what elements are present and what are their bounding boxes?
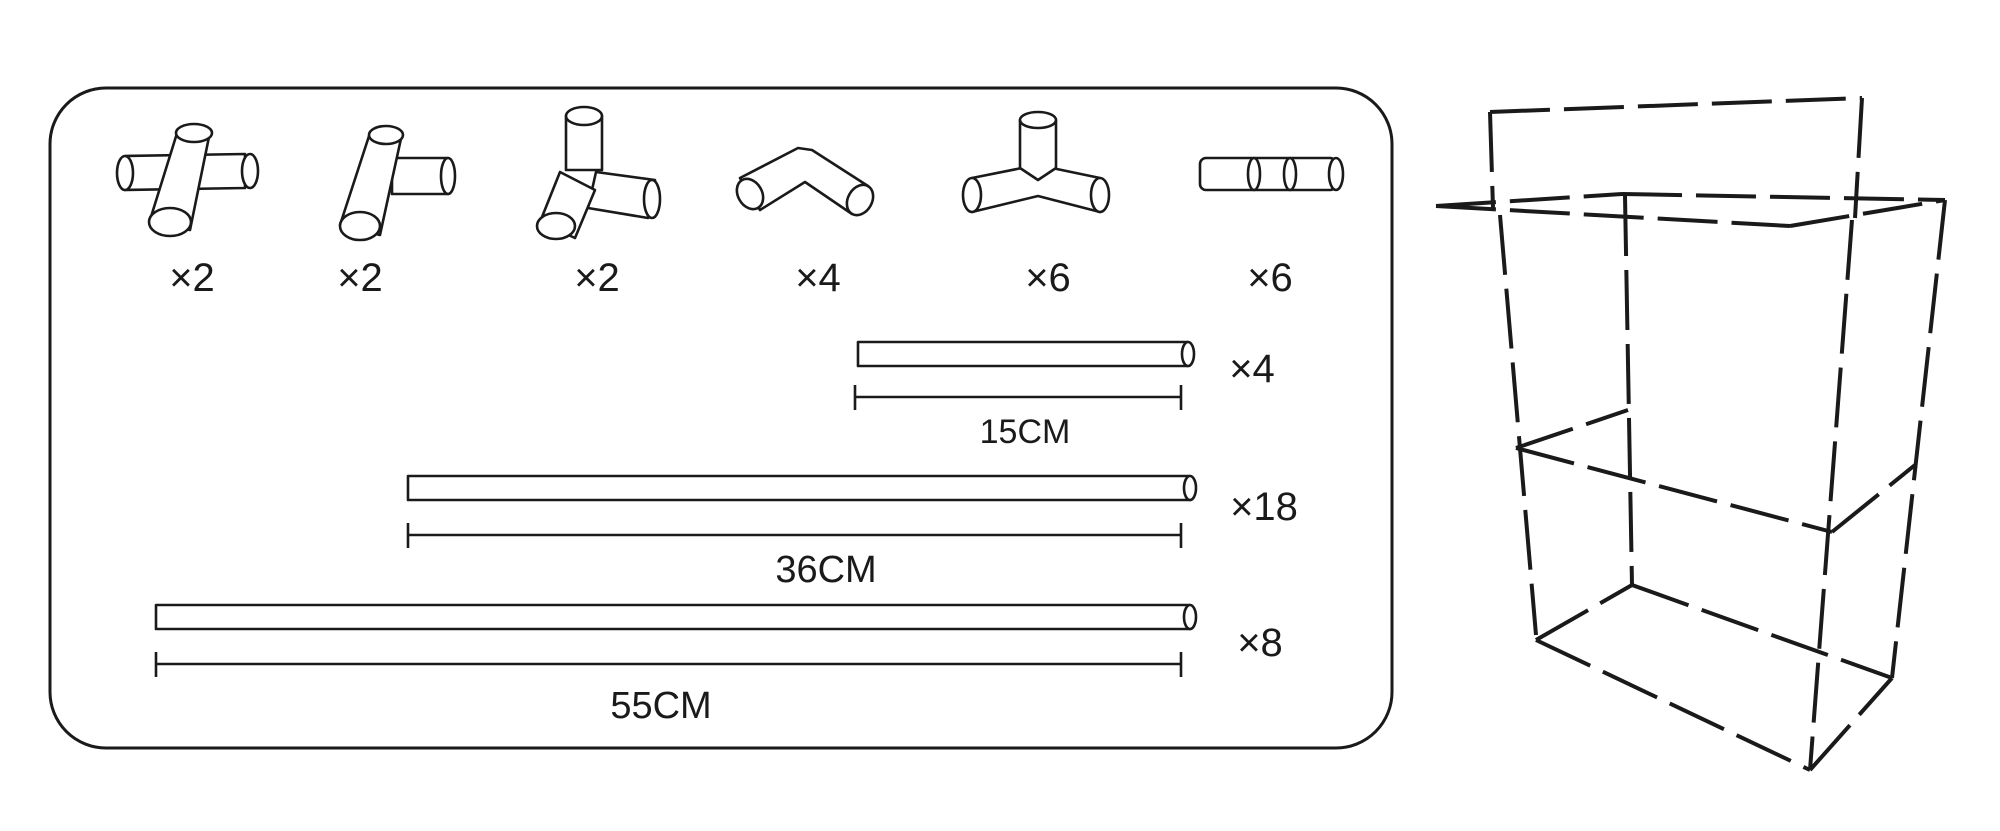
elbow-connector-icon (735, 146, 875, 217)
pipe-36cm-quantity: ×18 (1230, 485, 1298, 529)
pipe-15cm-quantity: ×4 (1229, 347, 1275, 391)
connector-3-quantity: ×2 (574, 256, 620, 300)
connector-4-quantity: ×4 (795, 256, 841, 300)
pipe-55cm-length: 55CM (610, 685, 711, 727)
four-way-connector-icon (338, 124, 457, 242)
t-connector-icon (961, 110, 1111, 214)
pipe-36cm-icon (406, 474, 1198, 548)
connector-6-quantity: ×6 (1247, 256, 1293, 300)
straight-coupler-icon (1198, 156, 1345, 192)
connector-2-quantity: ×2 (337, 256, 383, 300)
pipe-15cm-icon (853, 340, 1196, 410)
pipe-55cm-quantity: ×8 (1237, 621, 1283, 665)
pipe-15cm-length: 15CM (980, 413, 1071, 451)
connector-5-quantity: ×6 (1025, 256, 1071, 300)
connector-1-quantity: ×2 (169, 256, 215, 300)
pipe-36cm-length: 36CM (775, 549, 876, 591)
corner-connector-icon (535, 105, 662, 241)
pipe-55cm-icon (154, 603, 1198, 677)
cross-connector-icon (115, 122, 260, 238)
assembled-frame-illustration (1435, 96, 1947, 772)
parts-panel (48, 86, 1394, 750)
